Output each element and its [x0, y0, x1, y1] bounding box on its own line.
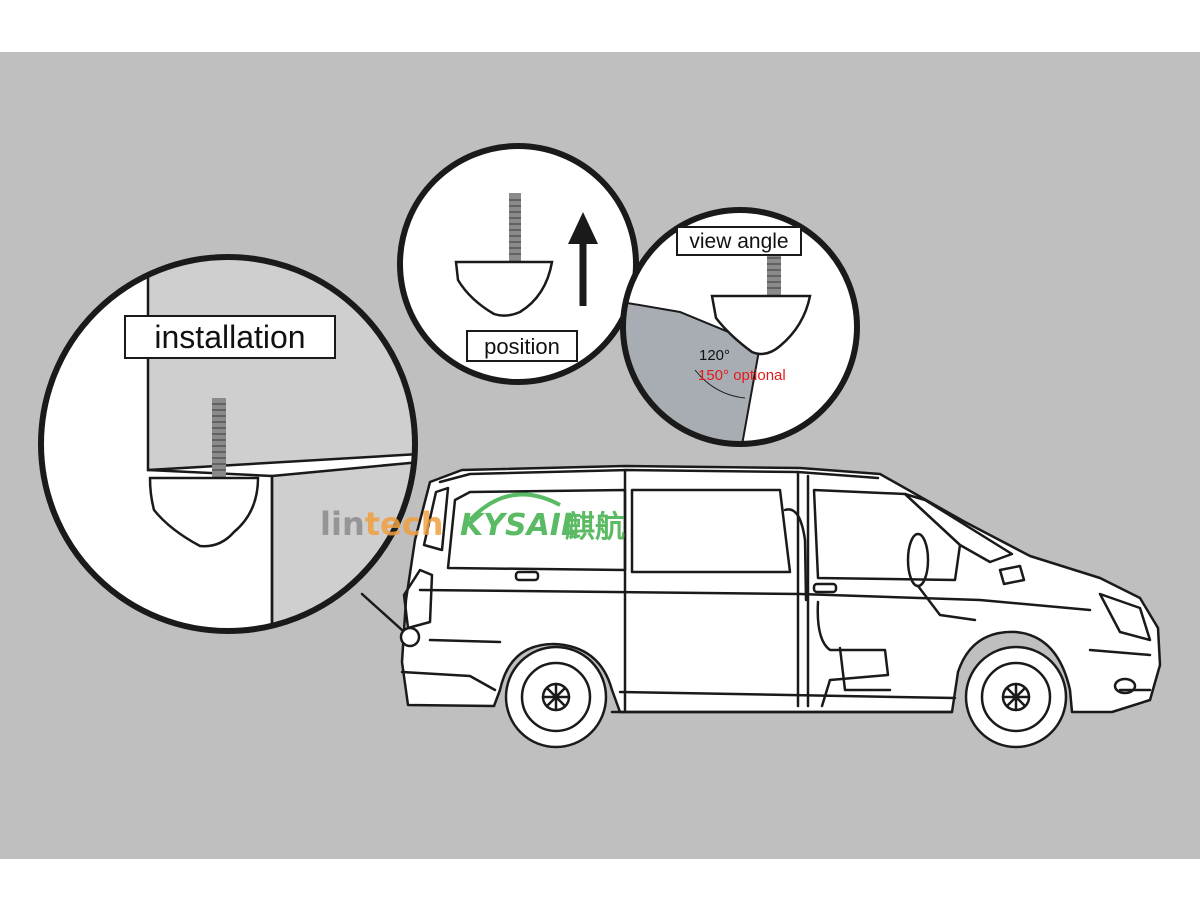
brand-watermark: lintech KYSAIL 麒航 [320, 492, 625, 545]
threaded-stud [212, 398, 226, 480]
installation-label-box [124, 315, 336, 359]
angle-optional-label: 150° optional [698, 367, 786, 384]
rear-wheel [504, 645, 608, 749]
view-angle-detail: view angle 120° 150° optional [620, 207, 860, 447]
camera-body [454, 260, 554, 317]
camera-body [710, 294, 812, 356]
watermark-logo-b-cjk: 麒航 [565, 510, 625, 545]
view-angle-label-box [676, 226, 802, 256]
watermark-logo-b: KYSAIL [460, 508, 580, 543]
watermark-logo-a-part1: lin [320, 505, 365, 543]
angle-standard-label: 120° [699, 347, 730, 364]
position-label-box [466, 330, 578, 362]
view-angle-label: view angle [689, 230, 788, 253]
watermark-logo-a-part2: tech [365, 505, 444, 543]
camera-body [148, 476, 260, 548]
van-illustration [360, 464, 1162, 749]
watermark-swoosh-icon [468, 492, 561, 522]
position-detail: position [397, 143, 639, 385]
installation-label: installation [154, 319, 305, 355]
arrow-head-icon [568, 212, 598, 244]
front-wheel [964, 645, 1068, 749]
watermark-logo-a: lintech [320, 505, 443, 543]
position-label: position [484, 334, 560, 359]
rear-camera-mount [399, 626, 421, 648]
